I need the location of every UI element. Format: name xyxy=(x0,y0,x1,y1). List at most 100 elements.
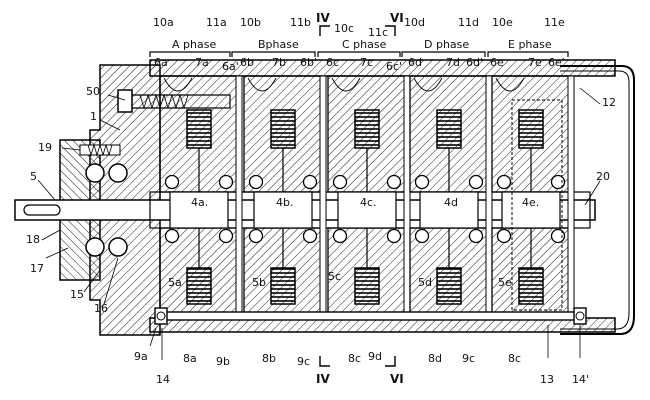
ref-10a: 10a xyxy=(153,16,174,29)
ref-10c: 10c xyxy=(334,22,354,35)
bearing-a-3 xyxy=(218,228,234,244)
flux-arc-d xyxy=(413,77,443,92)
bearing-a-0 xyxy=(164,174,180,190)
ref-7d: 7d xyxy=(446,56,460,69)
bearing-d-3 xyxy=(468,228,484,244)
phase-label-e: E phase xyxy=(508,38,552,51)
section-iv-bottom: IV xyxy=(316,372,330,386)
ref-5d: 5d xyxy=(418,276,432,289)
phase-label-c: C phase xyxy=(342,38,387,51)
ref-5a: 5a xyxy=(168,276,182,289)
bearing-a-1 xyxy=(218,174,234,190)
ref-10d: 10d xyxy=(404,16,425,29)
ref-16: 16 xyxy=(94,302,108,315)
ref-6d-prime: 6d' xyxy=(466,56,483,69)
ref-5c: 5c xyxy=(328,270,341,283)
flux-loop-e xyxy=(511,99,563,311)
ref-11d: 11d xyxy=(458,16,479,29)
flux-arc-a xyxy=(163,77,193,92)
phase-label-b: Bphase xyxy=(258,38,299,51)
bearing-b-1 xyxy=(302,174,318,190)
coil-lower-a xyxy=(186,267,212,305)
ref-5: 5 xyxy=(30,170,37,183)
bearing-e-3 xyxy=(550,228,566,244)
section-marks xyxy=(319,25,396,367)
bearing-d-2 xyxy=(414,228,430,244)
ref-11c: 11c xyxy=(368,26,388,39)
ref-50: 50 xyxy=(86,85,100,98)
ref-11b: 11b xyxy=(290,16,311,29)
coil-upper-b xyxy=(270,109,296,149)
rotor-hub-c xyxy=(337,191,397,229)
section-iv-top: IV xyxy=(316,11,330,25)
ref-9b: 9b xyxy=(216,355,230,368)
main-bearing-15-16 xyxy=(85,163,128,257)
bearing-e-0 xyxy=(496,174,512,190)
label-layer: IV VI IV VI 10a 11a 10b 11b 10c 11c 10d … xyxy=(26,11,616,386)
flux-arc-b xyxy=(247,77,277,92)
ref-12: 12 xyxy=(602,96,616,109)
phase-modules xyxy=(159,75,575,319)
ref-7e: 7e xyxy=(528,56,542,69)
ref-7c: 7c xyxy=(360,56,373,69)
separator-b xyxy=(319,75,327,319)
bearing-c-0 xyxy=(332,174,348,190)
coil-lower-c xyxy=(354,267,380,305)
ref-19: 19 xyxy=(38,141,52,154)
coil-lower-d xyxy=(436,267,462,305)
ref-6b-prime: 6b' xyxy=(300,56,317,69)
ref-13: 13 xyxy=(540,373,554,386)
leader-lines xyxy=(37,87,601,360)
ref-17: 17 xyxy=(30,262,44,275)
ref-20: 20 xyxy=(596,170,610,183)
rotor-hub-b xyxy=(253,191,313,229)
ref-18: 18 xyxy=(26,233,40,246)
ref-10b: 10b xyxy=(240,16,261,29)
ref-4a: 4a. xyxy=(191,196,208,209)
coil-upper-d xyxy=(436,109,462,149)
tie-rod xyxy=(154,307,587,325)
bearing-d-0 xyxy=(414,174,430,190)
ref-4b: 4b. xyxy=(276,196,293,209)
ref-5e: 5e xyxy=(498,276,512,289)
bearing-e-1 xyxy=(550,174,566,190)
ref-15: 15 xyxy=(70,288,84,301)
ref-8b: 8b xyxy=(262,352,276,365)
ref-4e: 4e. xyxy=(522,196,539,209)
ref-6b: 6b xyxy=(240,56,254,69)
coil-upper-a xyxy=(186,109,212,149)
ref-8d: 8d xyxy=(428,352,442,365)
ref-14-prime: 14' xyxy=(572,373,589,386)
ref-1: 1 xyxy=(90,110,97,123)
ref-8c: 8c xyxy=(348,352,361,365)
ref-7b: 7b xyxy=(272,56,286,69)
bearing-b-0 xyxy=(248,174,264,190)
ref-11a: 11a xyxy=(206,16,227,29)
section-vi-bottom: VI xyxy=(390,372,404,386)
phase-brackets xyxy=(149,51,569,57)
ref-5b: 5b xyxy=(252,276,266,289)
separator-e xyxy=(567,75,575,319)
phase-label-a: A phase xyxy=(172,38,216,51)
ref-9d: 9d xyxy=(368,350,382,363)
rotor-hub-a xyxy=(169,191,229,229)
ref-6c: 6c xyxy=(326,56,339,69)
ref-8c-second: 8c xyxy=(508,352,521,365)
ref-6e: 6e xyxy=(490,56,504,69)
flux-arc-e xyxy=(495,77,525,92)
ref-10e: 10e xyxy=(492,16,513,29)
ref-6e-prime: 6e' xyxy=(548,56,565,69)
coil-lower-e xyxy=(518,267,544,305)
ref-9c: 9c xyxy=(297,355,310,368)
bearing-c-3 xyxy=(386,228,402,244)
ref-11e: 11e xyxy=(544,16,565,29)
ref-6a: 6a xyxy=(154,56,168,69)
flux-arc-c xyxy=(331,77,361,92)
bearing-b-3 xyxy=(302,228,318,244)
ref-14: 14 xyxy=(156,373,170,386)
bearing-b-2 xyxy=(248,228,264,244)
bearing-a-2 xyxy=(164,228,180,244)
coil-upper-c xyxy=(354,109,380,149)
ref-9a: 9a xyxy=(134,350,148,363)
ref-6a-prime: 6a' xyxy=(222,60,239,73)
